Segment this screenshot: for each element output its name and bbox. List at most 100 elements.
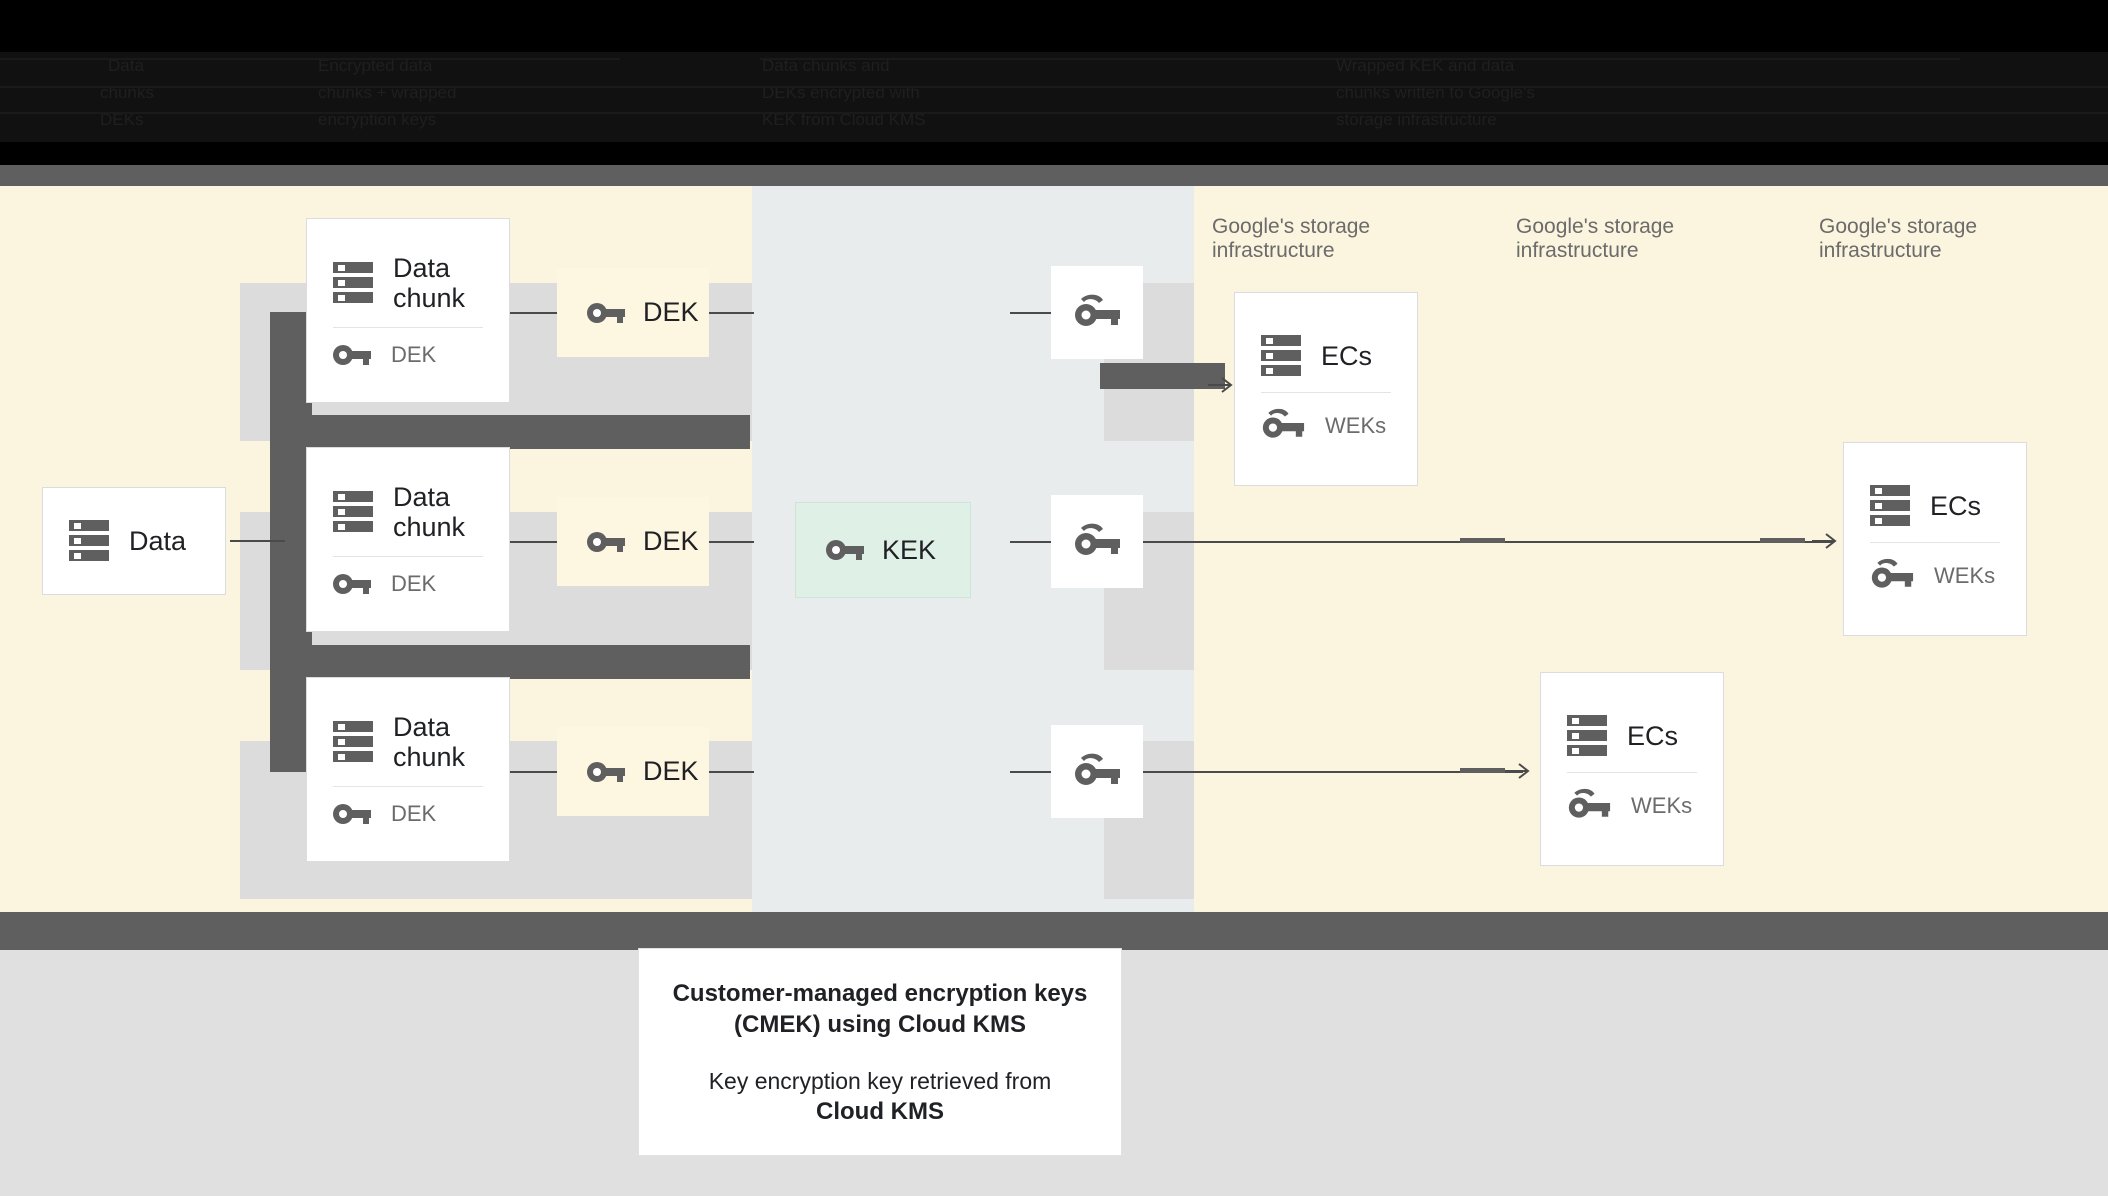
connector-to-wek-2	[1010, 541, 1052, 543]
connector-thick-wek1	[1100, 363, 1225, 389]
card-ecs-3-key-label: WEKs	[1631, 792, 1693, 818]
card-ecs-1-key-row: WEKs	[1235, 407, 1417, 444]
key-icon	[587, 530, 625, 554]
card-ecs-3-label: ECs	[1627, 721, 1679, 751]
card-ecs-1-divider	[1261, 392, 1391, 393]
card-ecs-2-key-row: WEKs	[1844, 557, 2026, 594]
connector-dash-low	[1460, 768, 1505, 773]
server-icon	[1870, 484, 1910, 528]
card-chunk-3-row: Data chunk	[307, 712, 509, 772]
box-dek-2: DEK	[557, 497, 709, 586]
box-dek-1-label: DEK	[643, 297, 699, 327]
caption-title-line2: (CMEK) using Cloud KMS	[734, 1010, 1026, 1038]
card-chunk-1-divider	[333, 327, 483, 328]
box-kek: KEK	[795, 502, 971, 598]
connector-wek3-to-ecs	[1143, 771, 1523, 773]
card-data-label: Data	[129, 526, 187, 556]
server-icon	[1261, 334, 1301, 378]
bracket-stem	[270, 312, 312, 772]
card-ecs-3-divider	[1567, 772, 1697, 773]
card-data-chunk-2: Data chunk DEK	[306, 447, 510, 632]
box-kek-label: KEK	[882, 534, 937, 565]
caption-body-line1: Key encryption key retrieved from	[708, 1067, 1052, 1094]
box-dek-2-label: DEK	[643, 526, 699, 556]
card-chunk-3-divider	[333, 786, 483, 787]
card-chunk-3-label: Data chunk	[393, 712, 466, 772]
server-icon	[333, 720, 373, 764]
card-data-row: Data	[43, 519, 225, 563]
banner-text-10: Wrapped KEK and data	[1336, 56, 1515, 75]
banner-text-6: encryption keys	[318, 110, 437, 129]
caption-body-line2: Cloud KMS	[816, 1097, 944, 1125]
card-data: Data	[42, 487, 226, 595]
connector-dek2-out	[709, 541, 754, 543]
footer-rail	[0, 912, 2108, 950]
card-data-chunk-3: Data chunk DEK	[306, 677, 510, 862]
card-wrapped-key-3	[1051, 725, 1143, 818]
card-ecs-3: ECs WEKs	[1540, 672, 1724, 866]
infra-label-3: Google's storage infrastructure	[1819, 215, 1978, 262]
banner-text-3: DEKs	[100, 110, 144, 129]
server-icon	[333, 261, 373, 305]
key-icon	[333, 343, 371, 367]
key-icon	[333, 572, 371, 596]
bracket-arm-1	[270, 415, 750, 449]
card-chunk-3-key-row: DEK	[307, 801, 509, 827]
card-wrapped-key-1	[1051, 266, 1143, 359]
connector-chunk2-dek2	[510, 541, 558, 543]
box-dek-1: DEK	[557, 268, 709, 357]
double-key-icon	[1261, 407, 1305, 444]
card-chunk-2-key-label: DEK	[391, 571, 437, 596]
key-icon	[333, 802, 371, 826]
card-ecs-1-row: ECs	[1235, 334, 1417, 378]
double-key-icon	[1073, 293, 1121, 332]
card-chunk-1-key-row: DEK	[307, 342, 509, 368]
key-icon	[587, 760, 625, 784]
double-key-icon	[1073, 752, 1121, 791]
caption-title-line1: Customer-managed encryption keys	[672, 979, 1088, 1007]
card-chunk-3-key-label: DEK	[391, 801, 437, 826]
connector-dek1-out	[709, 312, 754, 314]
banner-text-11: chunks written to Google's	[1336, 83, 1535, 102]
key-icon	[826, 538, 864, 562]
card-wrapped-key-2	[1051, 495, 1143, 588]
box-dek-3: DEK	[557, 727, 709, 816]
banner-text-4: Encrypted data	[318, 56, 433, 75]
key-icon	[587, 301, 625, 325]
card-ecs-1-label: ECs	[1321, 341, 1373, 371]
card-chunk-1-row: Data chunk	[307, 253, 509, 313]
arrow-to-ecs-right	[1812, 531, 1840, 556]
arrow-to-ecs-3	[1505, 761, 1533, 786]
double-key-icon	[1073, 522, 1121, 561]
connector-chunk1-dek1	[510, 312, 558, 314]
bracket-arm-2	[270, 645, 750, 679]
card-chunk-2-divider	[333, 556, 483, 557]
card-ecs-1: ECs WEKs	[1234, 292, 1418, 486]
banner-text-8: DEKs encrypted with	[762, 83, 920, 102]
card-chunk-2-key-row: DEK	[307, 571, 509, 597]
connector-dash-mid-2	[1760, 538, 1805, 543]
card-data-chunk-1: Data chunk DEK	[306, 218, 510, 403]
card-chunk-1-key-label: DEK	[391, 342, 437, 367]
banner-text-7: Data chunks and	[762, 56, 890, 75]
banner-dark-strip	[0, 52, 2108, 142]
header-rail	[0, 165, 2108, 186]
double-key-icon	[1870, 557, 1914, 594]
card-ecs-2-row: ECs	[1844, 484, 2026, 528]
banner-text-9: KEK from Cloud KMS	[762, 110, 926, 129]
obscured-header-banner: Data chunks DEKs Encrypted data chunks +…	[0, 0, 2108, 165]
connector-to-wek-3	[1010, 771, 1052, 773]
connector-data-to-bracket	[230, 540, 285, 542]
card-ecs-1-key-label: WEKs	[1325, 412, 1387, 438]
banner-text-12: storage infrastructure	[1336, 110, 1497, 129]
infra-label-2: Google's storage infrastructure	[1516, 215, 1675, 262]
card-ecs-2-divider	[1870, 542, 2000, 543]
connector-chunk3-dek3	[510, 771, 558, 773]
caption-box: Customer-managed encryption keys (CMEK) …	[638, 948, 1122, 1156]
server-icon	[69, 519, 109, 563]
banner-text-5: chunks + wrapped	[318, 83, 457, 102]
card-chunk-2-label: Data chunk	[393, 482, 466, 542]
double-key-icon	[1567, 787, 1611, 824]
card-ecs-2-key-label: WEKs	[1934, 562, 1996, 588]
